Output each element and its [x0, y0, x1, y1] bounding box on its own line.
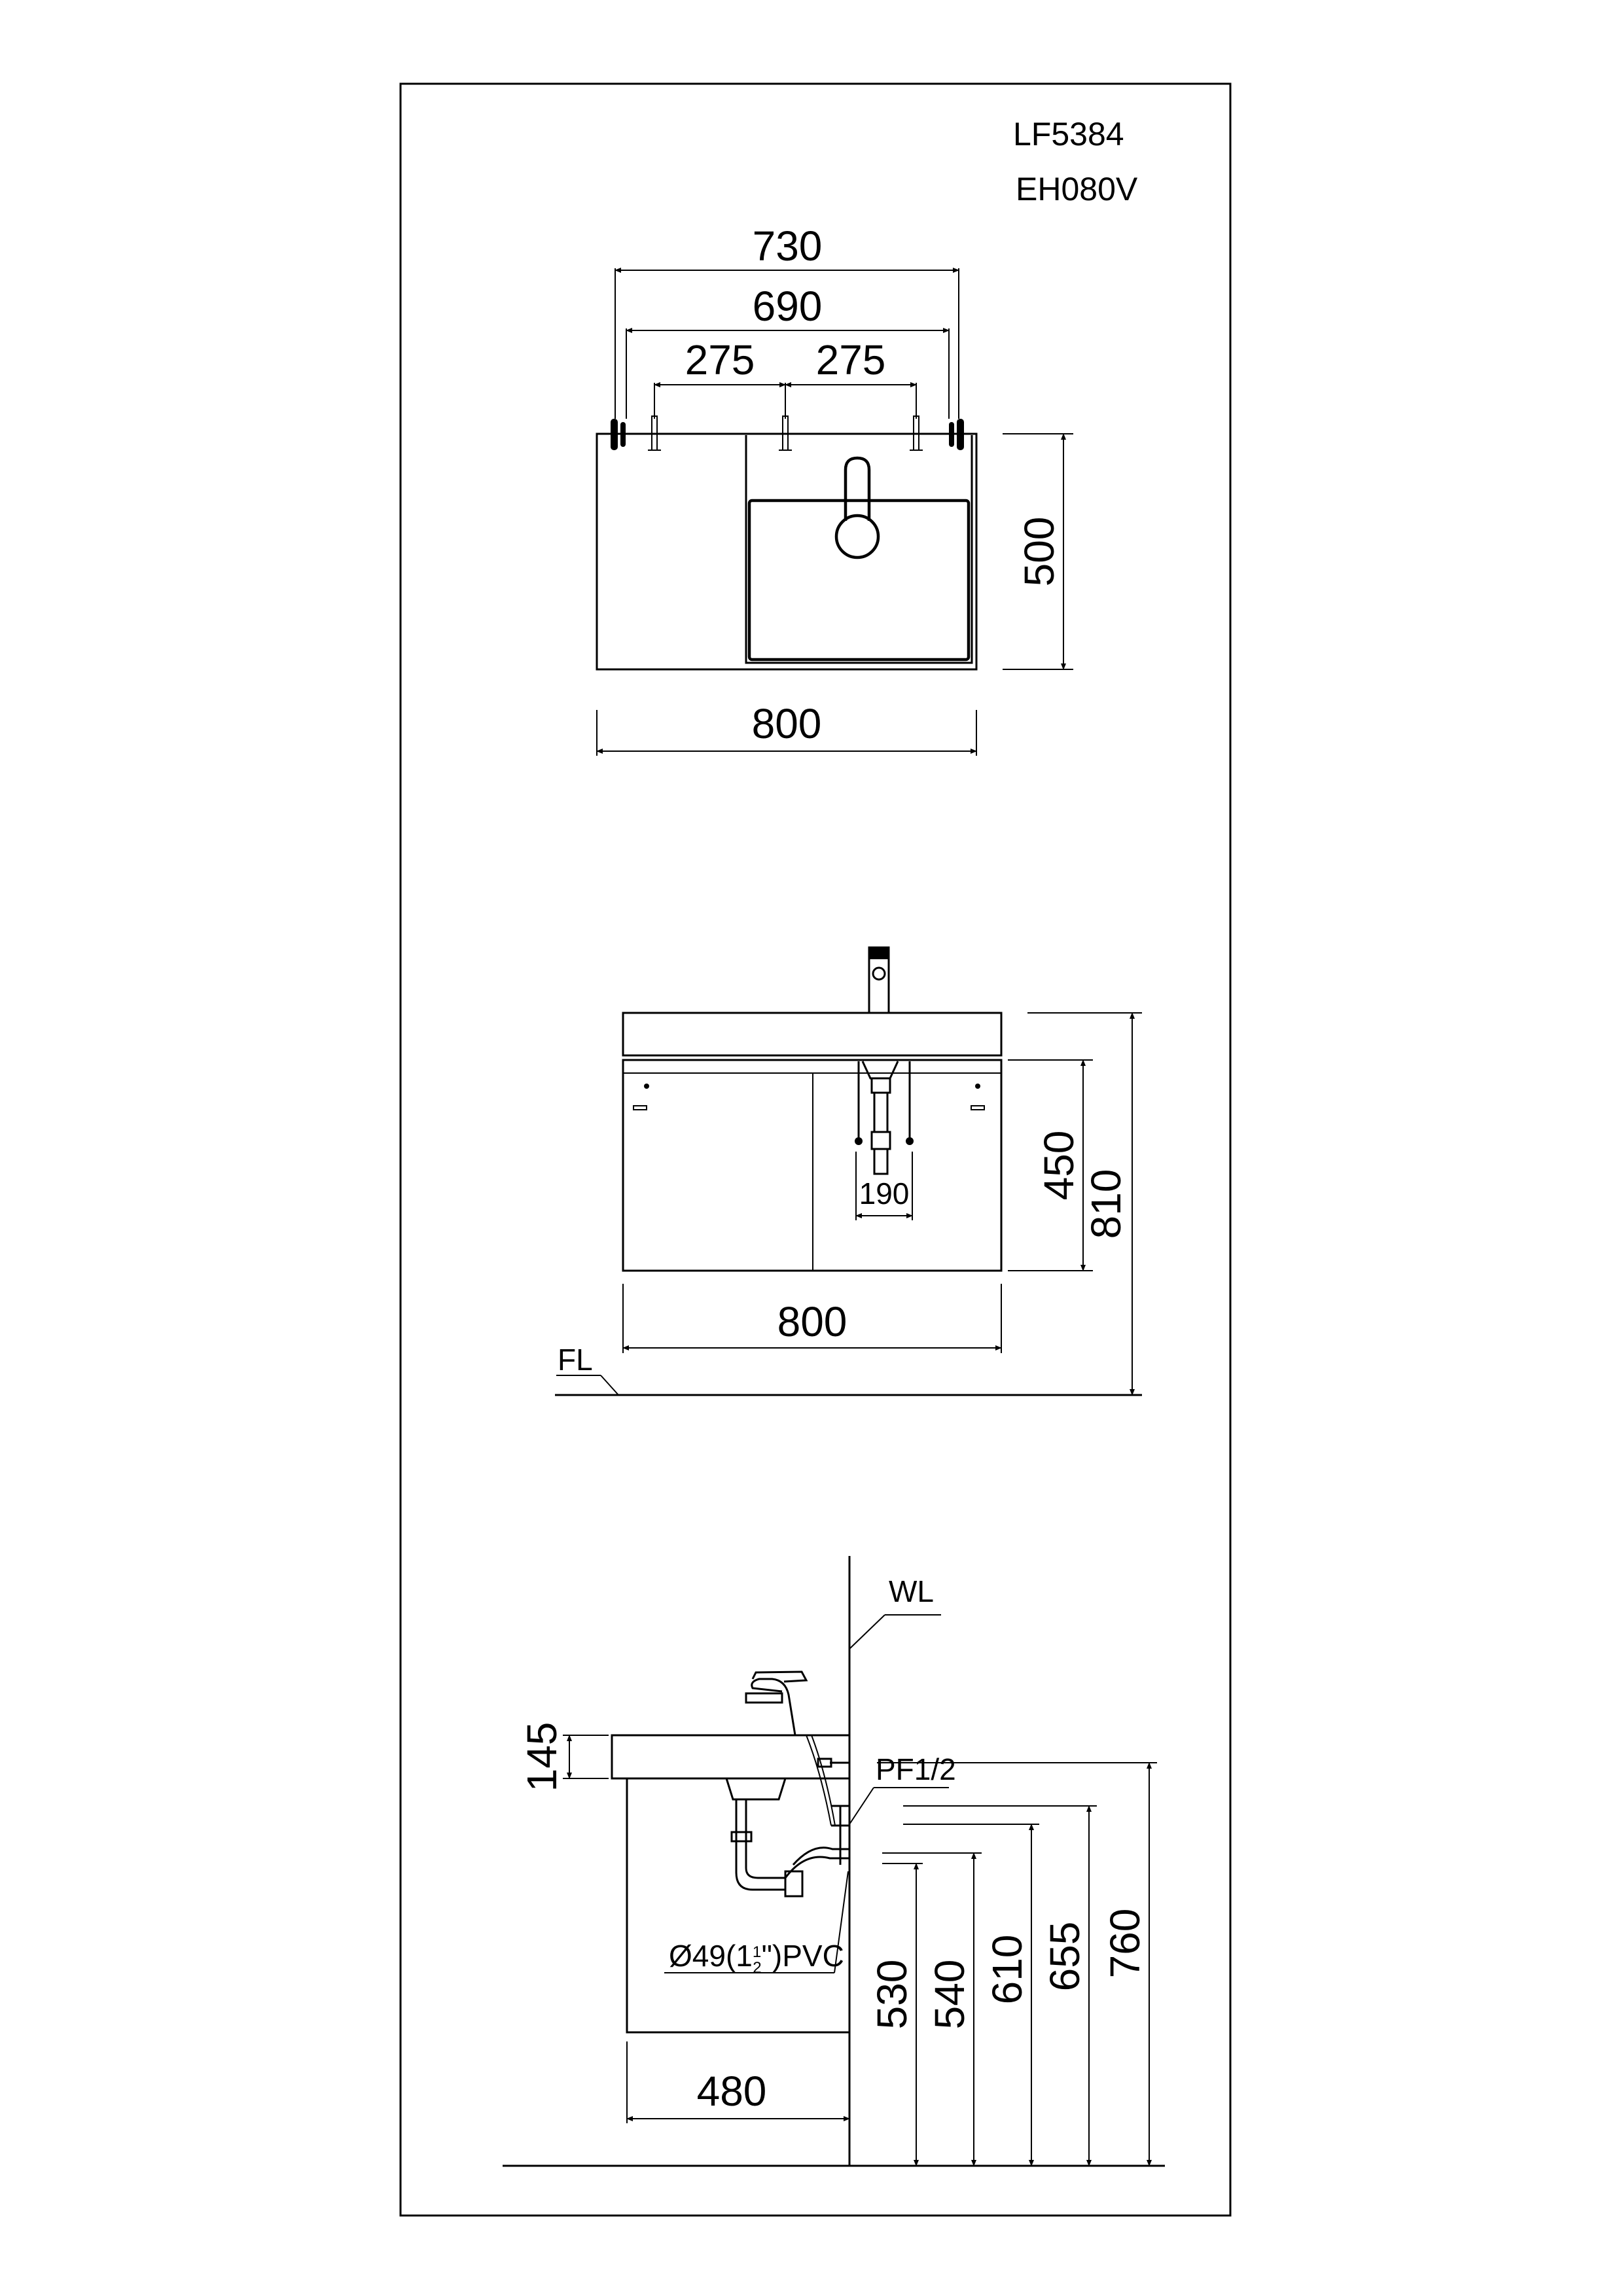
- model-number-label: EH080V: [1016, 171, 1138, 207]
- dimension-label: 655: [1041, 1922, 1088, 1992]
- side-view: WL: [503, 1556, 1165, 2167]
- dimension-label: 800: [752, 700, 822, 747]
- model-number-label: LF5384: [1013, 116, 1124, 152]
- floor-level-label: FL: [558, 1343, 593, 1377]
- wall-level-label: WL: [889, 1574, 934, 1608]
- drawing-frame: [399, 82, 1232, 2217]
- faucet-front-view-icon: [868, 946, 890, 1014]
- drain-trap-icon: [855, 1061, 914, 1175]
- faucet-top-view-icon: [834, 456, 880, 559]
- top-view: 730 690 275 275: [596, 222, 1073, 756]
- basin-outline: [745, 435, 973, 664]
- countertop-outline: [596, 433, 978, 671]
- supply-thread-label: PF1/2: [876, 1752, 956, 1786]
- angle-valve-icon: [817, 1757, 849, 1865]
- dimension-label: 275: [685, 336, 755, 383]
- dimension-label: 480: [697, 2068, 767, 2115]
- cabinet-handle-icon: [971, 1084, 985, 1110]
- height-dimension-set: 530 540 610 655 760: [868, 1762, 1157, 2166]
- dimension-label: 540: [926, 1960, 973, 2030]
- dimension-label: 145: [518, 1722, 565, 1792]
- drain-trap-icon: [725, 1778, 849, 1898]
- basin-bowl: [747, 499, 971, 662]
- cabinet-handle-icon: [633, 1084, 649, 1110]
- dimension-label: 450: [1035, 1131, 1082, 1201]
- dimension-label: 760: [1101, 1909, 1149, 1979]
- dimension-label: 530: [868, 1960, 916, 2030]
- cabinet-side: [626, 1777, 851, 2034]
- dimension-label: 810: [1082, 1169, 1130, 1239]
- faucet-side-view-icon: [745, 1670, 836, 1826]
- front-view: 190 450 810 800 FL: [555, 946, 1142, 1396]
- dimension-label: 190: [859, 1176, 910, 1210]
- dimension-label: 690: [753, 283, 823, 330]
- dimension-label: 275: [816, 336, 886, 383]
- dimension-label: 610: [984, 1935, 1031, 2005]
- dimension-label: 800: [777, 1298, 847, 1345]
- dimension-label: 500: [1016, 517, 1063, 587]
- dimension-label: 730: [753, 222, 823, 270]
- countertop: [622, 1012, 1003, 1057]
